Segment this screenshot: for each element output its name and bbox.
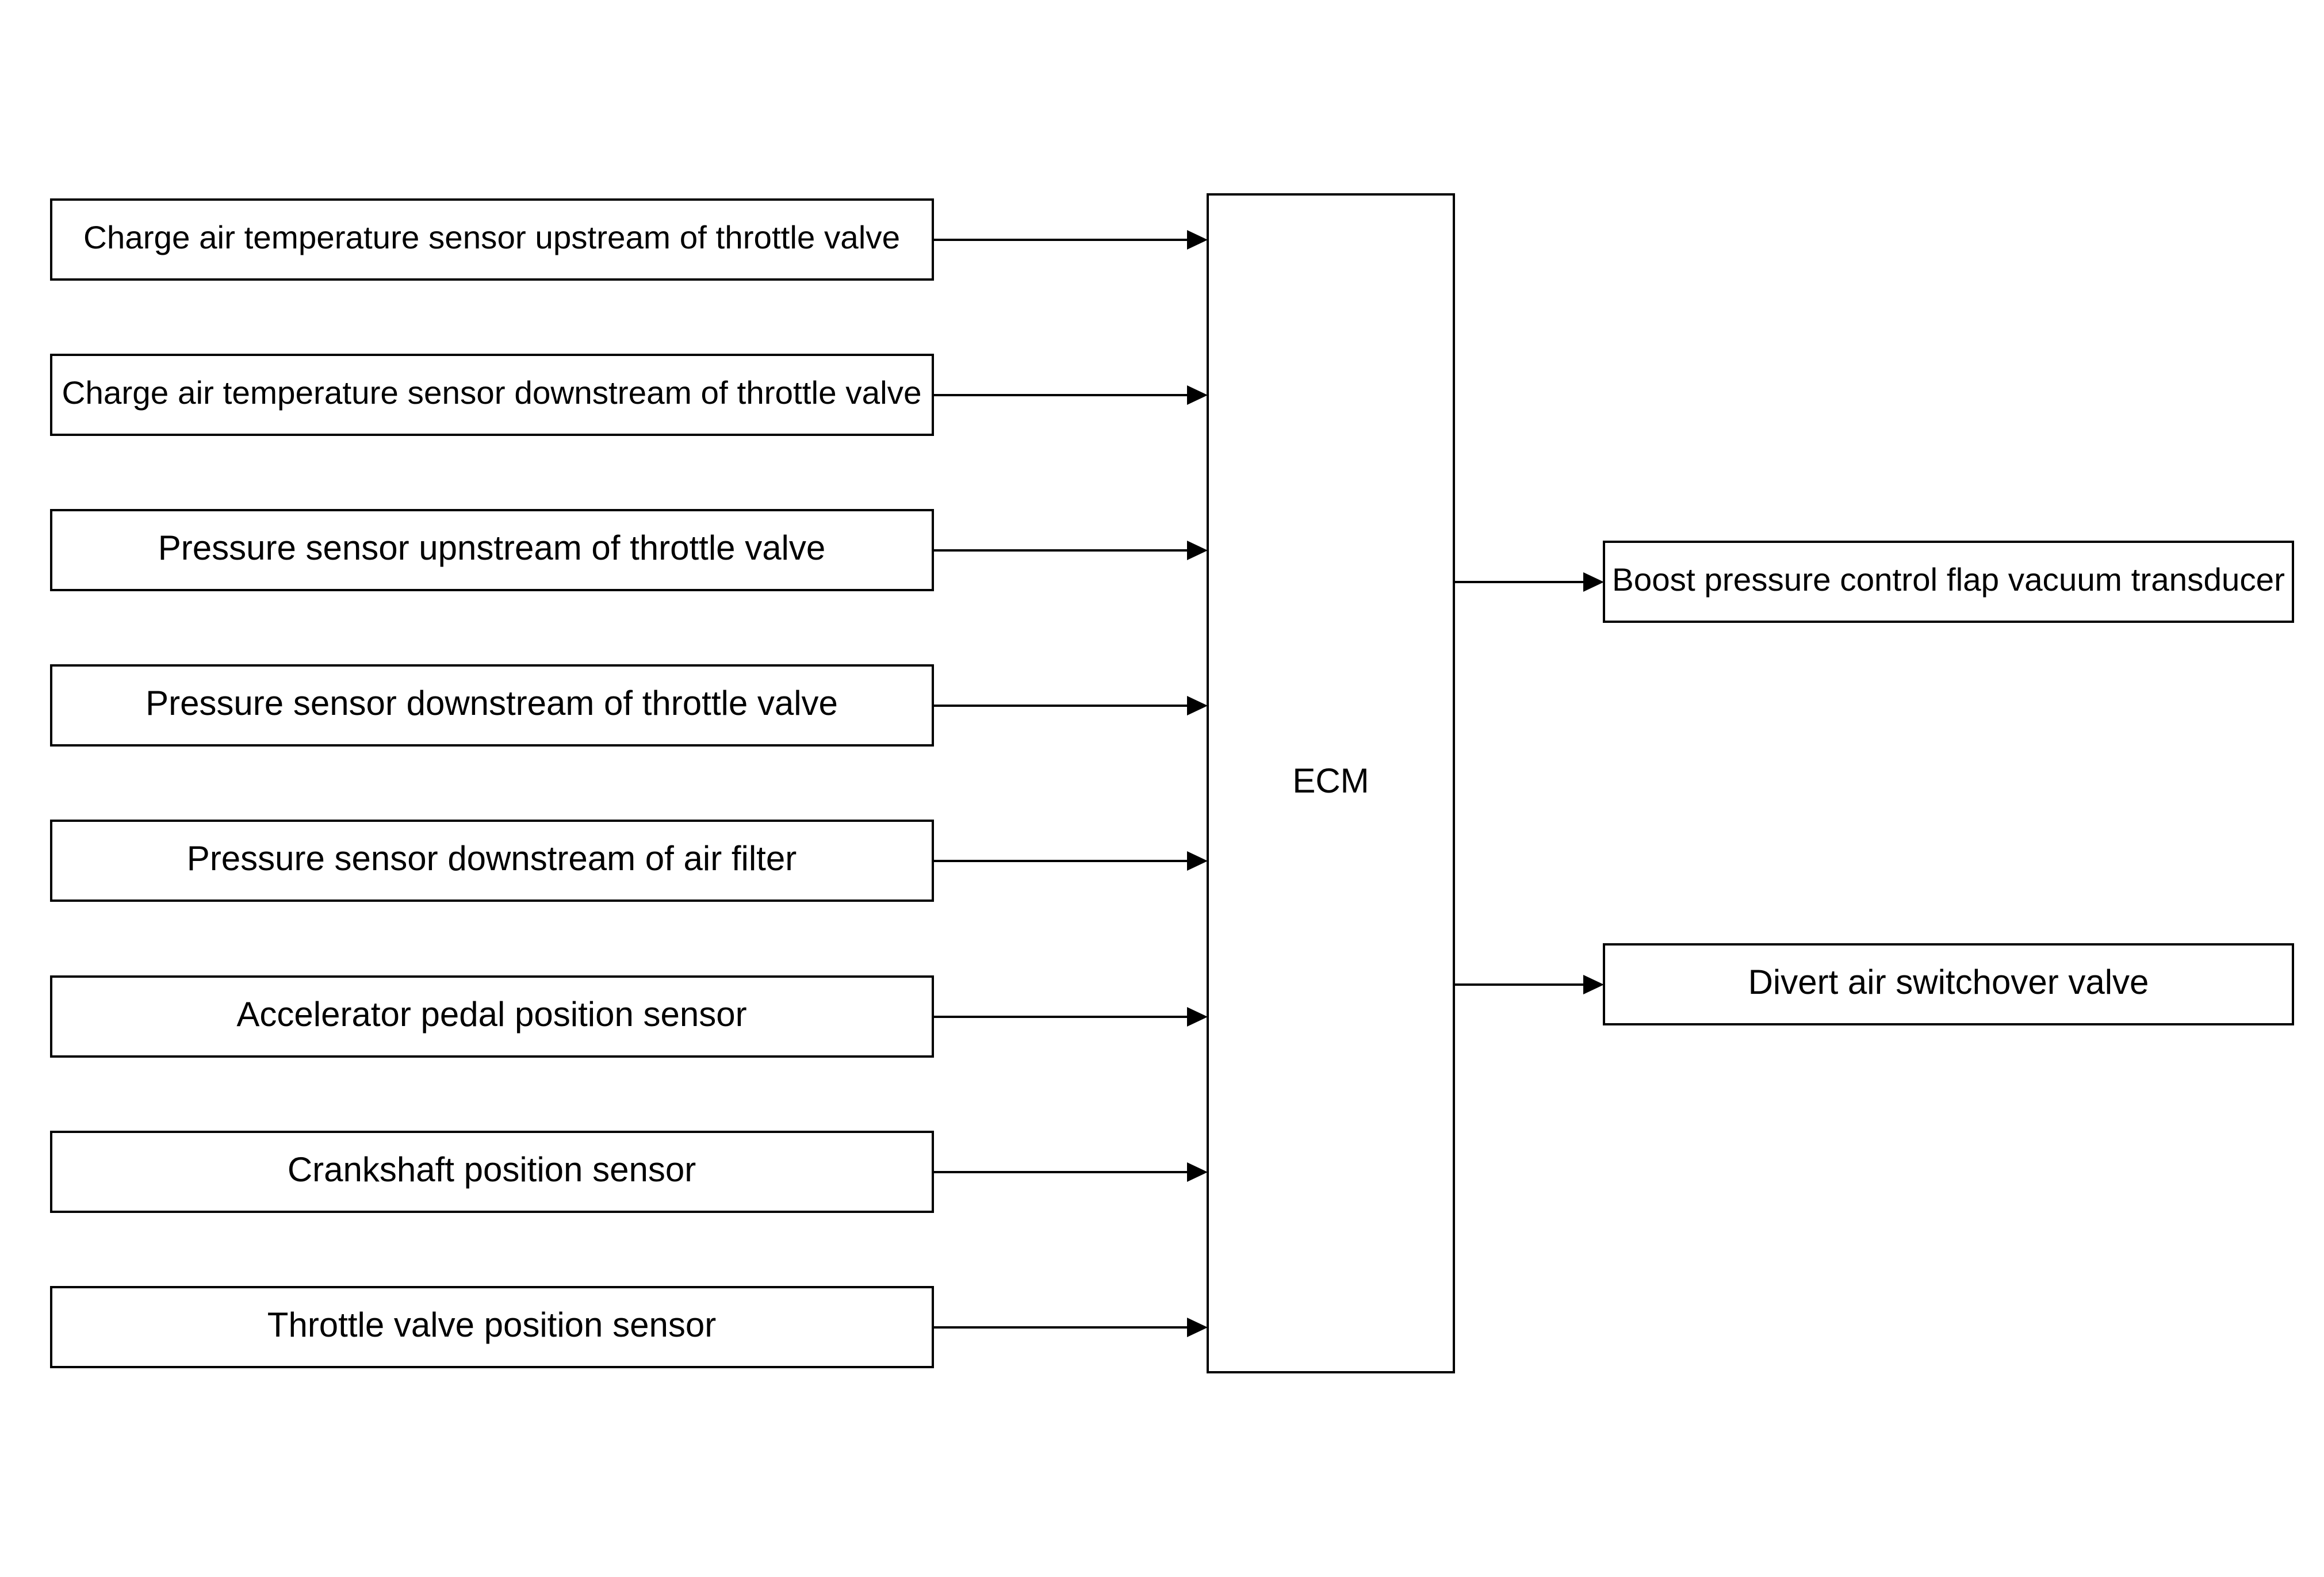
arrowhead xyxy=(1187,696,1208,715)
output-label: Divert air switchover valve xyxy=(1748,963,2149,1001)
input-sensor-5: Pressure sensor downstream of air filter xyxy=(50,820,1208,902)
input-box xyxy=(50,198,934,281)
input-label: Pressure sensor downstream of throttle v… xyxy=(146,684,838,722)
arrowhead xyxy=(1187,1007,1208,1027)
input-sensor-2: Charge air temperature sensor downstream… xyxy=(50,354,1208,436)
input-sensor-1: Charge air temperature sensor upstream o… xyxy=(50,198,1208,281)
input-sensor-6: Accelerator pedal position sensor xyxy=(50,975,1208,1058)
input-box xyxy=(50,1131,934,1213)
output-box xyxy=(1603,943,2294,1025)
ecm-block: ECM xyxy=(1207,193,1455,1373)
input-box xyxy=(50,1286,934,1368)
ecm-label: ECM xyxy=(1292,761,1369,800)
arrowhead xyxy=(1583,572,1604,592)
arrowhead xyxy=(1187,1162,1208,1182)
input-label: Accelerator pedal position sensor xyxy=(236,995,746,1034)
ecm-box xyxy=(1207,193,1455,1373)
input-sensor-4: Pressure sensor downstream of throttle v… xyxy=(50,664,1208,747)
input-sensor-3: Pressure sensor upnstream of throttle va… xyxy=(50,509,1208,591)
arrowhead xyxy=(1187,851,1208,871)
arrowhead xyxy=(1583,975,1604,994)
output-actuator-1: Boost pressure control flap vacuum trans… xyxy=(1454,541,2294,623)
input-box xyxy=(50,664,934,747)
input-label: Pressure sensor downstream of air filter xyxy=(187,839,797,878)
output-box xyxy=(1603,541,2294,623)
arrowhead xyxy=(1187,230,1208,250)
input-box xyxy=(50,975,934,1058)
arrowhead xyxy=(1187,541,1208,560)
input-box xyxy=(50,509,934,591)
output-label: Boost pressure control flap vacuum trans… xyxy=(1612,561,2285,598)
input-label: Pressure sensor upnstream of throttle va… xyxy=(158,529,826,567)
input-label: Throttle valve position sensor xyxy=(267,1306,716,1344)
arrowhead xyxy=(1187,385,1208,405)
input-sensor-8: Throttle valve position sensor xyxy=(50,1286,1208,1368)
input-label: Charge air temperature sensor downstream… xyxy=(62,374,922,411)
output-actuator-2: Divert air switchover valve xyxy=(1454,943,2294,1025)
input-box xyxy=(50,820,934,902)
input-label: Charge air temperature sensor upstream o… xyxy=(83,219,900,255)
input-label: Crankshaft position sensor xyxy=(288,1150,696,1189)
arrowhead xyxy=(1187,1318,1208,1337)
input-sensor-7: Crankshaft position sensor xyxy=(50,1131,1208,1213)
input-box xyxy=(50,354,934,436)
